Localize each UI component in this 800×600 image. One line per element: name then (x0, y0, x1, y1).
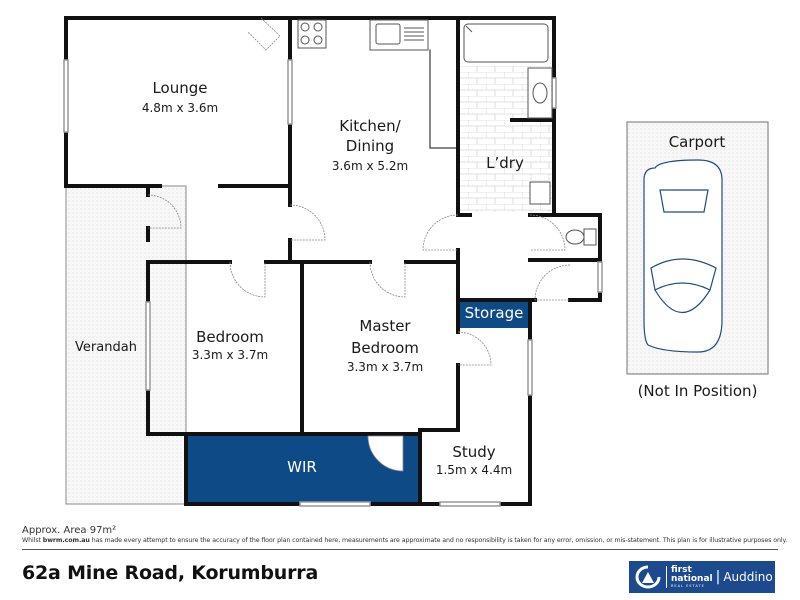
laundry-tub-icon (529, 181, 551, 205)
toilet-icon (565, 228, 597, 246)
room-kitchen-dims: 3.6m x 5.2m (331, 159, 409, 173)
room-laundry-title: L’dry (486, 154, 524, 172)
wir-door (367, 435, 404, 472)
stove-icon (297, 19, 327, 49)
room-verandah-title: Verandah (75, 340, 137, 355)
logo-national: national (671, 573, 713, 584)
room-storage-title: Storage (464, 304, 524, 322)
logo-separator (666, 566, 667, 588)
property-address: 62a Mine Road, Korumburra (22, 562, 319, 584)
room-master-title-line1: Master (359, 317, 411, 335)
logo-text: first national REAL ESTATE (671, 564, 713, 589)
sink-icon (369, 19, 429, 51)
logo-real-estate: REAL ESTATE (671, 583, 705, 588)
agency-logo: first national REAL ESTATE | Auddino (629, 561, 775, 593)
verandah-area (65, 185, 187, 505)
windows (63, 59, 603, 507)
room-carport-note: (Not In Position) (637, 382, 758, 400)
storage-area (458, 300, 530, 328)
room-study-dims: 1.5m x 4.4m (435, 463, 513, 477)
footer-divider (22, 549, 778, 550)
approx-area: Approx. Area 97m² (22, 525, 117, 536)
floor-plan (63, 16, 769, 507)
disclaimer-brand: bwrm.com.au (42, 537, 90, 544)
vanity-sink-icon (527, 67, 553, 119)
room-wir-title: WIR (287, 458, 317, 476)
room-kitchen-title-line2: Dining (345, 137, 395, 155)
room-master-title-line2: Bedroom (351, 339, 419, 357)
room-study-title: Study (452, 443, 496, 461)
disclaimer-text: has made every attempt to ensure the acc… (89, 537, 788, 544)
room-master-dims: 3.3m x 3.7m (346, 360, 424, 374)
disclaimer-prefix: Whilst (22, 537, 43, 544)
walls (64, 16, 602, 506)
logo-first: first (671, 564, 692, 575)
car-icon (643, 159, 723, 353)
room-carport-title: Carport (668, 133, 726, 151)
room-kitchen-title-line1: Kitchen/ (339, 117, 401, 135)
logo-office: Auddino (723, 570, 773, 584)
logo-pipe: | (715, 569, 721, 585)
room-lounge-title: Lounge (152, 79, 208, 97)
bathtub-icon (463, 23, 549, 63)
room-bedroom-dims: 3.3m x 3.7m (191, 348, 269, 362)
room-bedroom-title: Bedroom (196, 328, 264, 346)
doors (147, 17, 571, 366)
first-national-logo-icon (635, 565, 661, 589)
disclaimer: Whilst bwrm.com.au has made every attemp… (22, 537, 787, 544)
room-lounge-dims: 4.8m x 3.6m (141, 101, 219, 115)
